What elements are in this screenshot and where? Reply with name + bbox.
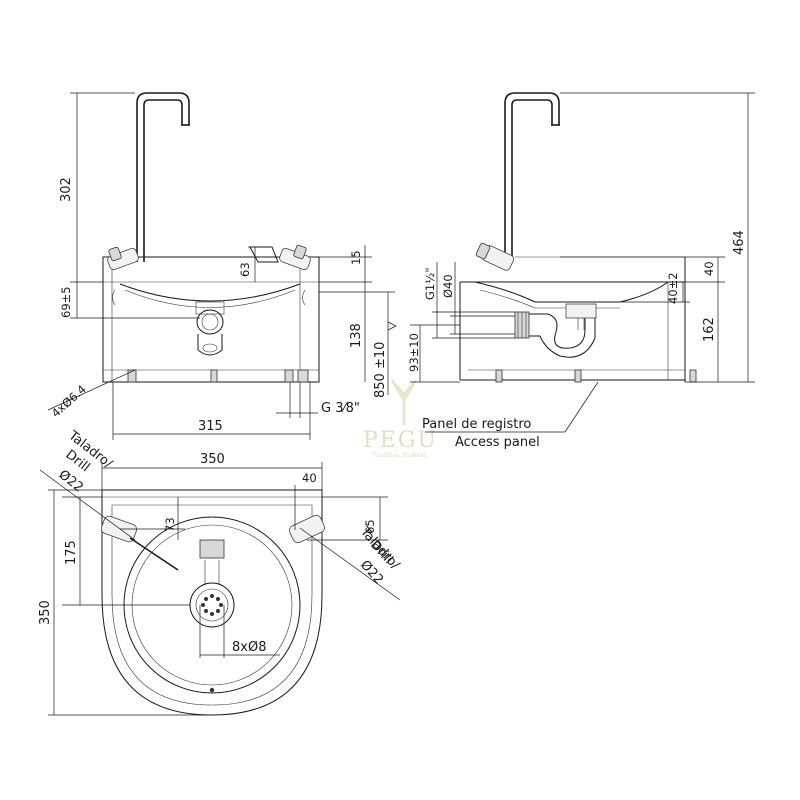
side-siphon — [514, 303, 597, 358]
dim-side-40b: 40±2 — [666, 272, 680, 304]
dim-top-73: 73 — [163, 517, 177, 532]
front-spout — [136, 92, 190, 262]
dim-side-464: 464 — [732, 230, 747, 255]
dim-side-162: 162 — [702, 317, 717, 342]
top-view: 350 40 73 65 175 350 8xØ8 Taladro/ Drill… — [38, 428, 403, 716]
dim-front-138: 138 — [349, 323, 364, 348]
top-left-button — [100, 515, 179, 571]
side-spout — [504, 92, 560, 262]
dim-front-69: 69±5 — [59, 286, 73, 318]
dim-side-40a: 40 — [702, 261, 716, 276]
top-right-button — [289, 514, 325, 544]
watermark-brand: PEGU — [363, 428, 438, 453]
dim-top-40: 40 — [302, 471, 317, 485]
dim-top-350w: 350 — [200, 452, 225, 467]
front-drain — [195, 301, 225, 356]
dim-side-d40: Ø40 — [441, 274, 455, 298]
dim-front-15: 15 — [349, 250, 363, 265]
access-panel-label-en: Access panel — [455, 435, 540, 450]
top-drain — [189, 539, 235, 628]
front-view: 302 69±5 63 15 138 850 ±10 4xØ6.4 315 — [47, 92, 397, 440]
dim-front-g38: G 3⁄8" — [321, 401, 360, 416]
side-bowl — [474, 281, 669, 303]
watermark-logo — [390, 379, 418, 425]
dim-top-175: 175 — [64, 540, 79, 565]
dim-front-315: 315 — [198, 419, 223, 434]
access-panel-label-es: Panel de registro — [422, 417, 531, 432]
side-view: 464 40 162 40±2 G1½" Ø40 93±10 Panel de … — [407, 92, 755, 450]
dim-front-850: 850 ±10 — [373, 342, 388, 398]
front-body — [102, 256, 320, 383]
dim-front-63: 63 — [238, 262, 252, 277]
watermark-tagline: Tradition Fashion — [372, 452, 426, 459]
top-outline — [101, 489, 323, 716]
dim-top-350h: 350 — [38, 600, 53, 625]
side-button — [475, 242, 515, 271]
front-fixing-holes — [127, 369, 309, 383]
dim-front-holes: 4xØ6.4 — [49, 382, 89, 420]
front-right-button — [279, 244, 311, 270]
dim-side-g112: G1½" — [423, 267, 437, 300]
watermark: PEGU Tradition Fashion — [363, 379, 438, 459]
dim-top-65: 65 — [363, 519, 377, 534]
front-bowl — [119, 283, 301, 302]
dim-side-93: 93±10 — [407, 333, 421, 372]
dim-front-302: 302 — [59, 177, 74, 202]
front-left-button — [107, 246, 139, 270]
dim-top-8xd8: 8xØ8 — [232, 640, 266, 655]
